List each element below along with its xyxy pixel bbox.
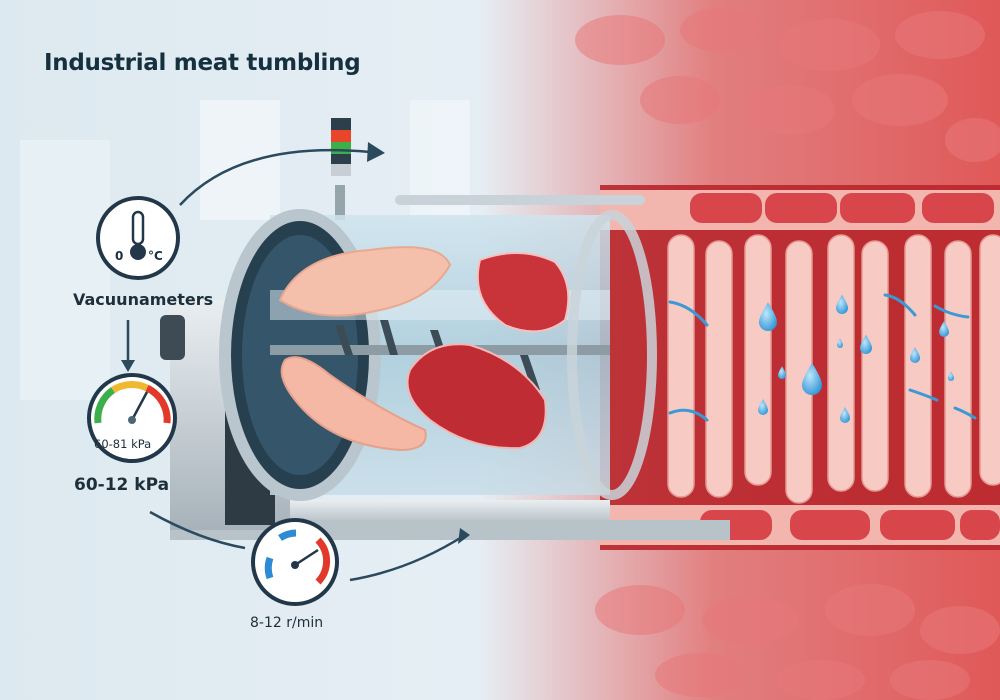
muscle-fiber (744, 234, 772, 486)
migration-arrows (668, 293, 977, 422)
muscle-fiber (705, 240, 733, 498)
thermometer-zero-label: 0 (115, 249, 124, 263)
chicken-breast (278, 246, 452, 317)
vacuumeters-label: Vacuunameters (73, 290, 214, 309)
water-droplet-icon (948, 371, 954, 381)
rotation-speed-label: 8-12 r/min (250, 615, 324, 631)
page-title: Industrial meat tumbling (44, 50, 361, 76)
muscle-fiber-bundle (600, 185, 1000, 550)
water-droplet-icon (758, 399, 768, 415)
process-flow-arrows (126, 148, 466, 582)
chicken-breast (280, 356, 427, 452)
pressure-gauge-reading: 60-81 kPa (94, 437, 152, 451)
signal-tower-icon (331, 118, 351, 176)
beef-steak (476, 251, 570, 333)
muscle-fiber (944, 240, 972, 498)
muscle-fiber (667, 234, 695, 498)
muscle-fiber (979, 234, 1000, 486)
water-droplet-icon (778, 366, 786, 379)
water-droplet-icon (840, 407, 850, 423)
water-droplet-icon (802, 363, 822, 395)
water-droplet-icon (759, 302, 777, 331)
thermometer-unit-label: °C (148, 249, 163, 263)
water-droplet-icon (860, 334, 872, 354)
water-droplet-icon (837, 338, 843, 348)
pressure-gauge-icon (87, 373, 177, 463)
muscle-fiber (904, 234, 932, 498)
water-droplet-icon (836, 294, 848, 314)
water-droplet-icon (910, 347, 920, 363)
water-droplets (758, 294, 954, 423)
beef-steak (406, 343, 547, 450)
muscle-fiber (827, 234, 855, 492)
thermometer-icon (96, 196, 180, 280)
vacuum-tumbler-machine (160, 118, 730, 540)
pressure-range-label: 60-12 kPa (74, 475, 170, 495)
muscle-fiber (861, 240, 889, 492)
water-droplet-icon (939, 321, 949, 337)
speed-gauge-icon (251, 518, 339, 606)
